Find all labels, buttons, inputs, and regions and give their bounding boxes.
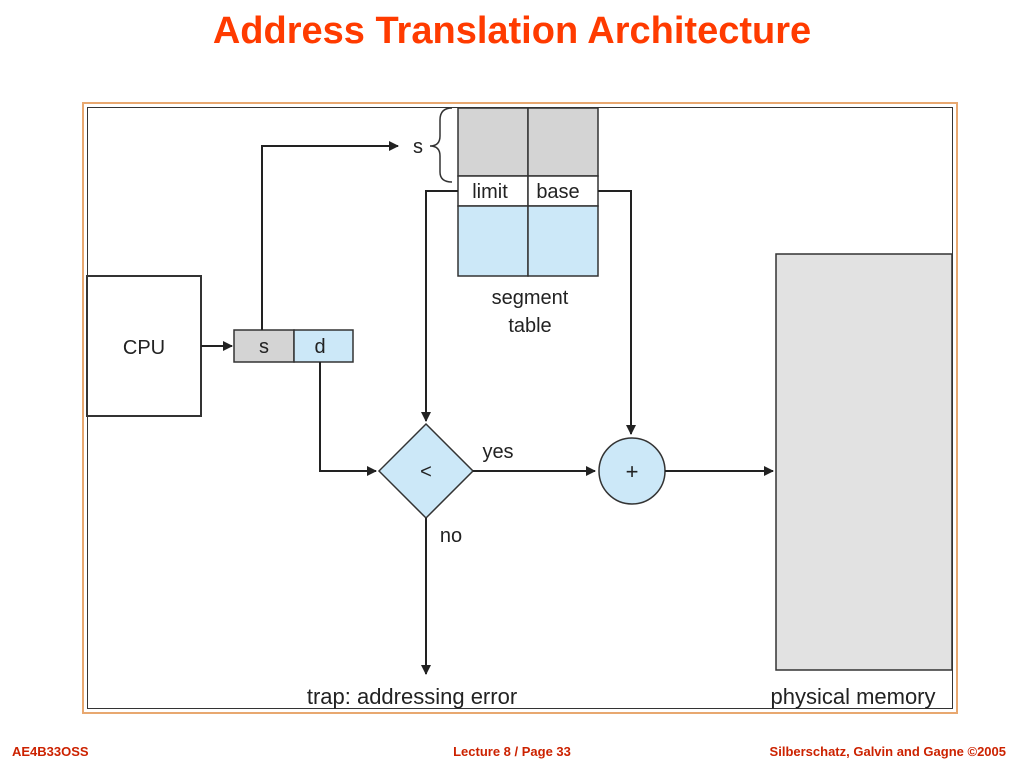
no-label: no	[440, 525, 462, 547]
footer-copyright: Silberschatz, Galvin and Gagne ©2005	[769, 744, 1006, 759]
slide-title: Address Translation Architecture	[212, 10, 812, 52]
add-op: +	[626, 459, 639, 484]
d-to-compare-arrow	[319, 362, 377, 476]
segment-table-caption-1: segment	[492, 287, 569, 309]
segment-table-caption-2: table	[508, 315, 551, 337]
address-s-label: s	[259, 336, 269, 358]
s-to-table-arrow	[261, 141, 399, 330]
segment-brace	[429, 107, 453, 183]
address-d-label: d	[314, 336, 325, 358]
base-label: base	[536, 181, 579, 203]
segment-selector-label: s	[413, 136, 423, 158]
segment-table-row-bottom-base	[527, 205, 599, 277]
segment-table-row-top-base	[527, 107, 599, 177]
physical-memory-label: physical memory	[770, 684, 935, 709]
limit-label: limit	[472, 181, 508, 203]
cpu-box	[86, 275, 202, 417]
cpu-label: CPU	[123, 337, 165, 359]
base-to-adder-arrow	[598, 190, 636, 435]
address-d-cell	[293, 329, 354, 363]
segment-table-row-bottom-limit	[457, 205, 529, 277]
limit-to-compare-arrow	[421, 190, 458, 422]
compare-op: <	[420, 461, 432, 483]
segment-table-row-top-limit	[457, 107, 529, 177]
footer-page-number: Lecture 8 / Page 33	[453, 744, 571, 759]
yes-label: yes	[482, 441, 513, 463]
trap-label: trap: addressing error	[307, 684, 517, 709]
footer-course-code: AE4B33OSS	[12, 744, 89, 759]
physical-memory-box	[775, 253, 953, 671]
